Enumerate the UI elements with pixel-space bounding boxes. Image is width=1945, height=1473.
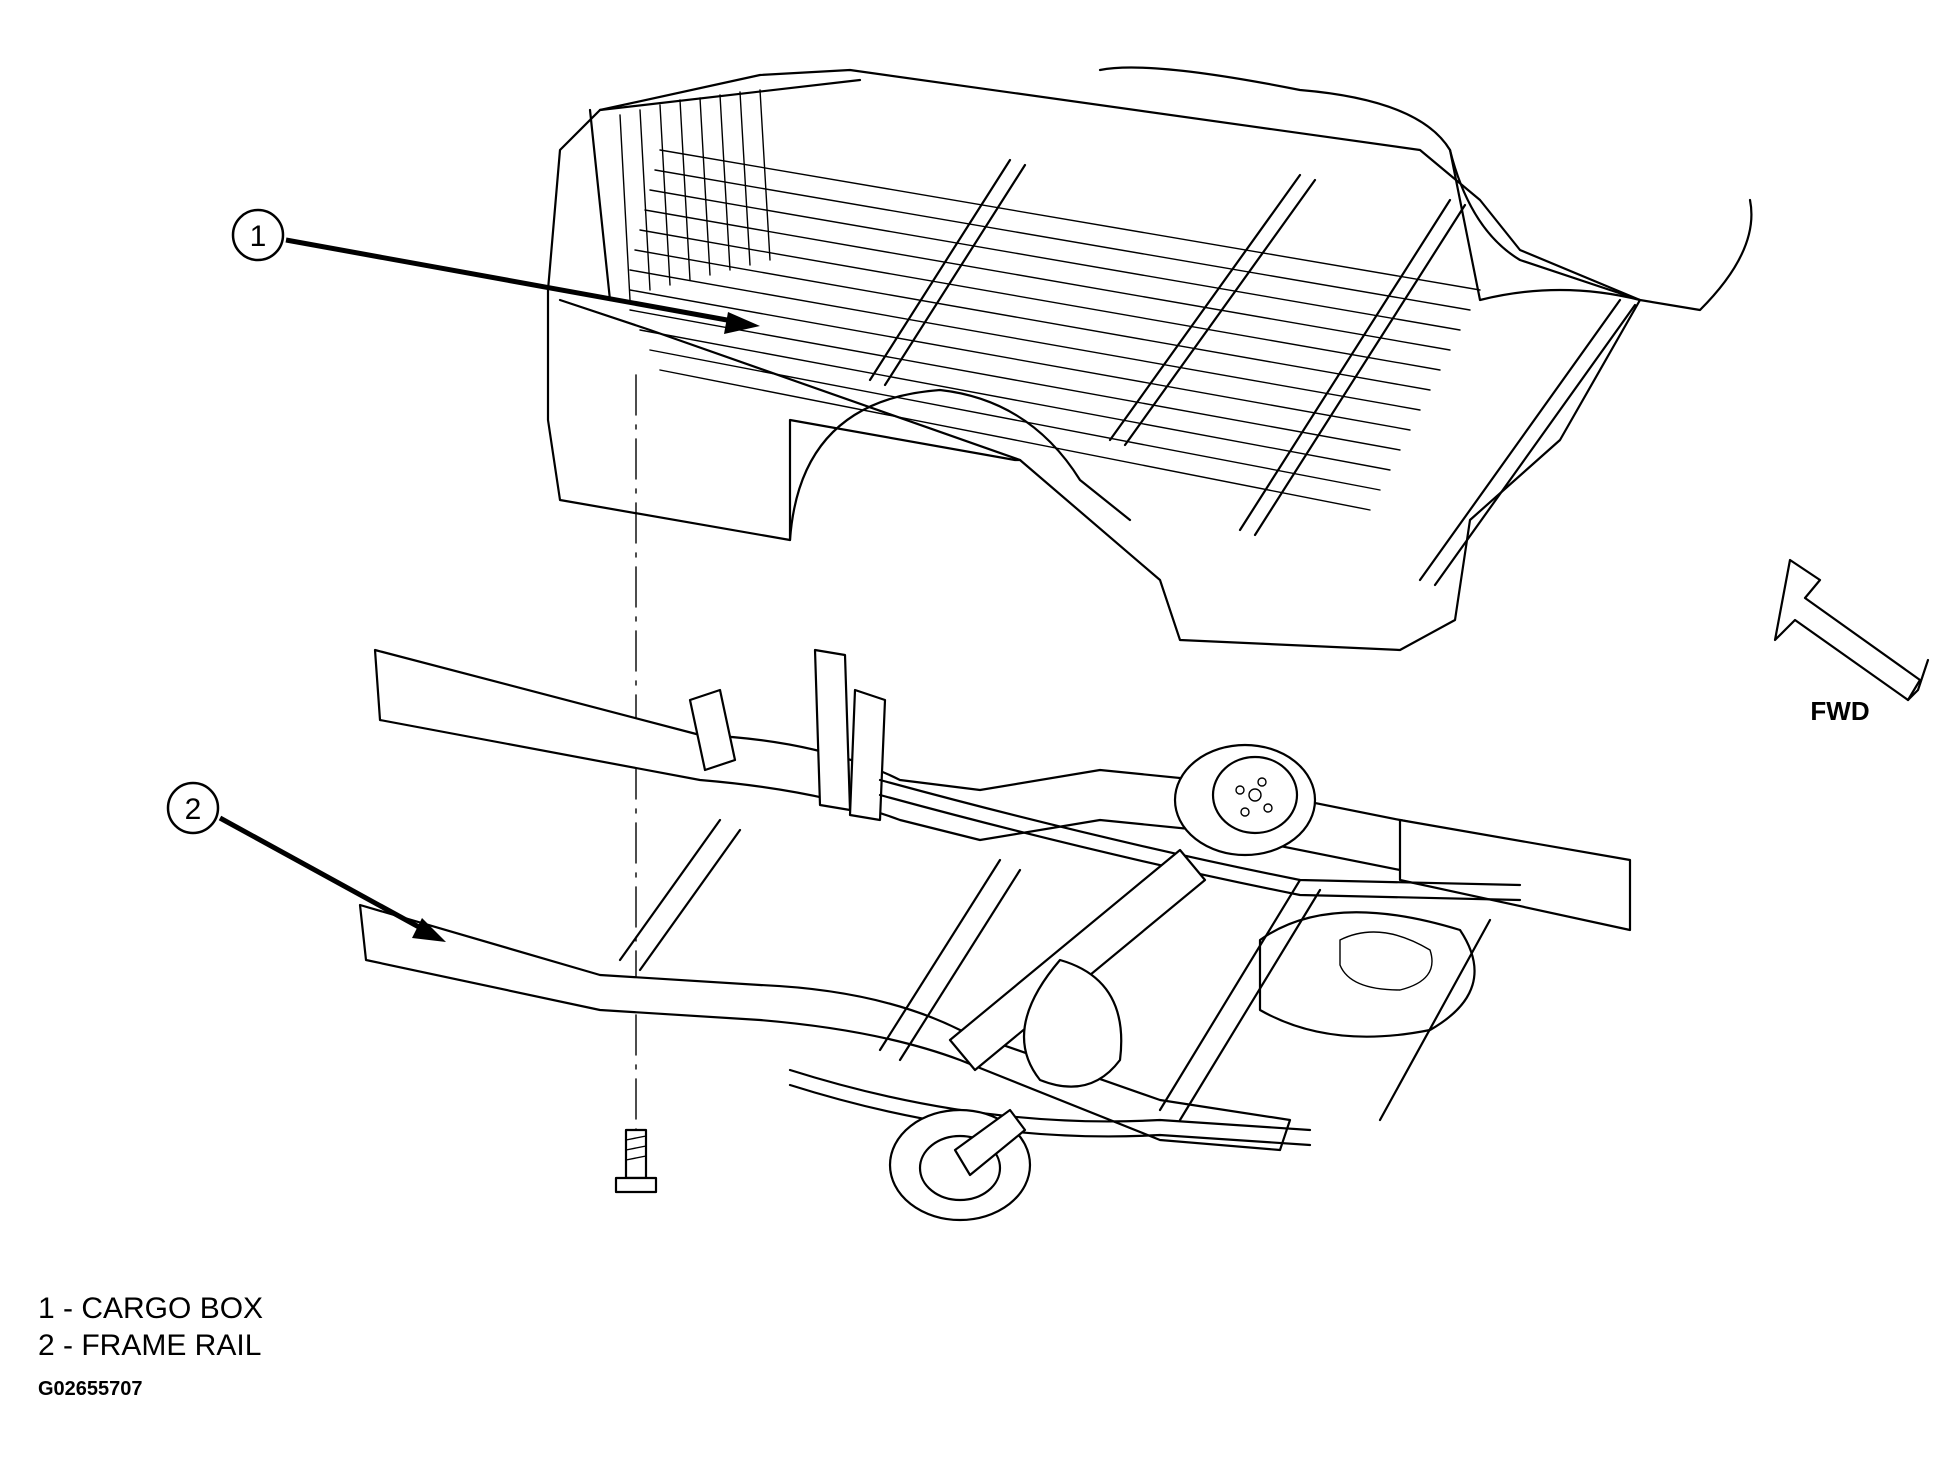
frame-rail-left	[358, 903, 1292, 1152]
callout-2: 2	[166, 781, 446, 942]
figure-id: G02655707	[38, 1378, 143, 1400]
cargo-box-front-panel	[1098, 66, 1753, 312]
callout-1-number: 1	[250, 220, 267, 253]
rear-axle	[888, 743, 1317, 1222]
cargo-box	[546, 66, 1753, 652]
callout-2-number: 2	[185, 793, 202, 826]
fwd-arrow-icon: FWD	[1773, 558, 1930, 726]
legend-item-cargo-box: 1 - CARGO BOX	[38, 1292, 264, 1325]
frame-chassis	[358, 648, 1632, 1152]
legend: 1 - CARGO BOX 2 - FRAME RAIL G02655707	[38, 1290, 263, 1401]
legend-item-frame-rail: 2 - FRAME RAIL	[38, 1329, 262, 1362]
cargo-box-floor	[629, 149, 1637, 587]
fwd-label: FWD	[1810, 696, 1869, 726]
wheel-well-arch	[788, 388, 1132, 542]
callout-1: 1	[231, 208, 760, 334]
bolt-icon	[614, 1128, 658, 1194]
